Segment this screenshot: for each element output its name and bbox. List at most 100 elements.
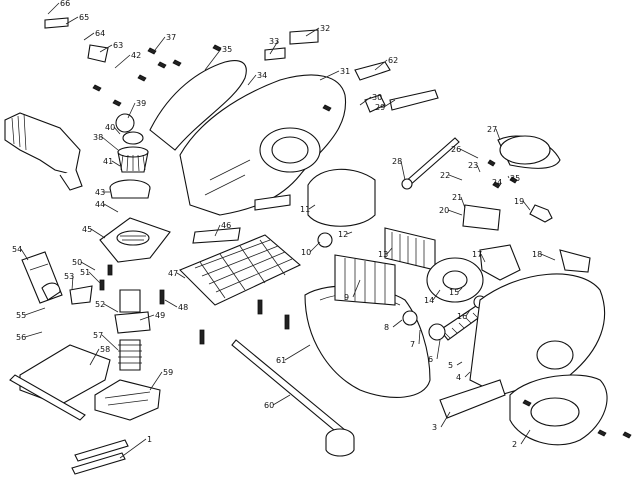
leader-line-22 [448,174,463,181]
part-label-8: 8 [384,323,389,332]
part-label-25: 25 [510,174,520,183]
front-housing [439,273,608,446]
leader-line-4 [464,371,471,378]
part-label-32: 32 [320,24,330,33]
part-label-63: 63 [113,41,123,50]
part-label-9: 9 [344,293,349,302]
part-label-47: 47 [168,269,178,278]
part-label-41: 41 [103,157,113,166]
part-label-60: 60 [264,401,274,410]
leader-line-52 [103,303,119,313]
leader-line-24 [499,181,502,184]
part-label-18: 18 [532,250,542,259]
part-label-4: 4 [456,373,461,382]
leader-line-23 [476,164,481,173]
leader-line-17 [480,253,486,263]
leader-line-41 [111,160,121,167]
leader-line-13 [386,247,393,255]
leader-line-12 [346,231,353,235]
leader-line-61 [284,344,311,361]
leader-line-2 [520,429,531,445]
part-label-55: 55 [16,311,26,320]
planer-blades [71,439,129,475]
shoe-assembly [9,339,161,421]
part-label-38: 38 [93,133,103,142]
leader-line-14 [432,289,441,301]
leader-line-10 [309,241,321,253]
part-label-22: 22 [440,171,450,180]
leader-line-64 [83,32,95,41]
part-label-2: 2 [512,440,517,449]
part-label-65: 65 [79,13,89,22]
part-label-30: 30 [372,93,382,102]
leader-line-49 [139,314,155,321]
part-label-6: 6 [428,355,433,364]
part-label-29: 29 [375,103,385,112]
part-label-21: 21 [452,193,462,202]
part-label-48: 48 [178,303,188,312]
leader-line-21 [460,196,466,209]
part-label-26: 26 [451,145,461,154]
blade-cover [497,135,561,169]
depth-adjust-plate [99,217,241,263]
housing-right-half [149,60,347,216]
part-label-10: 10 [301,248,311,257]
part-label-27: 27 [487,125,497,134]
leader-line-19 [522,200,531,211]
part-label-59: 59 [163,368,173,377]
leader-line-44 [103,203,119,213]
leader-line-40 [113,126,121,135]
leader-line-42 [114,54,131,69]
leader-line-38 [101,136,119,151]
leader-line-11 [308,204,316,210]
motor-assembly [307,168,436,306]
leader-line-63 [99,44,113,53]
dust-spout [4,112,83,191]
leader-line-51 [88,271,101,284]
part-label-12: 12 [338,230,348,239]
part-label-20: 20 [439,206,449,215]
leader-line-27 [495,128,501,141]
leader-line-6 [436,339,441,360]
part-label-28: 28 [392,157,402,166]
part-label-44: 44 [95,200,105,209]
leader-line-5 [456,361,463,366]
part-label-46: 46 [221,221,231,230]
leader-line-53 [71,275,74,291]
part-label-42: 42 [131,51,141,60]
base-plate [179,234,302,306]
leader-line-9 [352,279,361,298]
part-label-14: 14 [424,296,434,305]
part-label-17: 17 [472,250,482,259]
leader-line-20 [447,209,463,216]
leader-line-56 [24,331,43,338]
leader-line-31 [319,70,340,81]
part-label-62: 62 [388,56,398,65]
part-label-50: 50 [72,258,82,267]
part-label-24: 24 [492,178,502,187]
part-label-13: 13 [378,250,388,259]
part-label-7: 7 [410,340,415,349]
leader-line-33 [269,40,279,55]
part-label-53: 53 [64,272,74,281]
leader-line-15 [457,287,463,293]
part-label-15: 15 [449,288,459,297]
leader-line-50 [80,261,96,271]
part-label-57: 57 [93,331,103,340]
part-label-31: 31 [340,67,350,76]
leader-line-25 [507,175,510,179]
part-label-19: 19 [514,197,524,206]
extension-rod [231,339,355,457]
leader-line-57 [101,334,119,351]
leader-line-28 [400,160,406,181]
part-label-51: 51 [80,268,90,277]
leader-line-45 [90,228,106,239]
front-knob-assembly [109,131,151,199]
small-parts [41,17,591,334]
leader-line-46 [214,224,221,237]
part-label-37: 37 [166,33,176,42]
leader-line-35 [204,48,222,71]
leader-line-65 [65,16,79,25]
